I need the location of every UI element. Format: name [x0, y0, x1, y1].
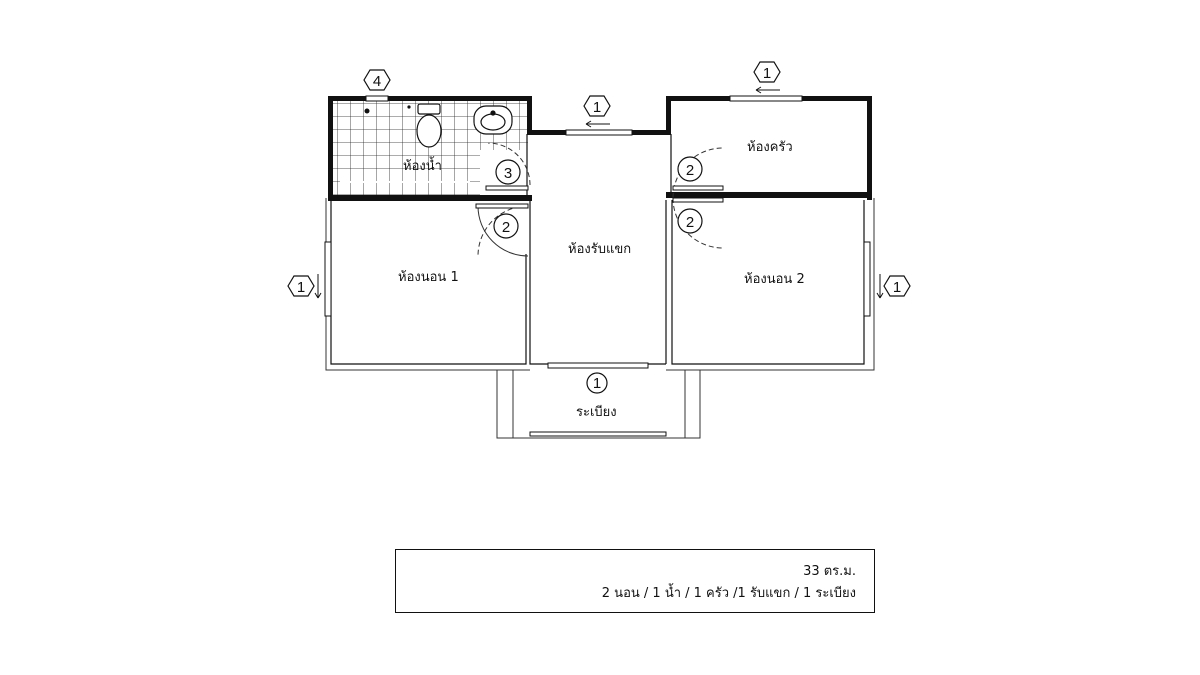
svg-text:1: 1 [893, 279, 901, 296]
window-tag-bedroom1: 1 [287, 274, 322, 299]
svg-text:3: 3 [504, 165, 512, 182]
building-outline [325, 198, 875, 439]
svg-text:1: 1 [763, 65, 771, 82]
room-label-living: ห้องรับแขก [568, 242, 631, 257]
window-tag-bedroom2: 1 [876, 274, 911, 299]
window-bedroom1-left [324, 241, 332, 317]
door-tag-kitchen: 2 [677, 156, 703, 182]
svg-text:2: 2 [502, 219, 510, 236]
summary-box: 33 ตร.ม. 2 นอน / 1 น้ำ / 1 ครัว /1 รับแข… [395, 549, 875, 613]
toilet-icon [416, 103, 442, 148]
vent-bathroom [365, 95, 389, 102]
door-leaves [475, 185, 724, 209]
sink-icon [473, 105, 513, 135]
door-tag-bedroom1: 2 [493, 213, 519, 239]
summary-area: 33 ตร.ม. [803, 564, 856, 579]
door-tag-bathroom: 3 [495, 159, 521, 185]
vent-tag: 4 [363, 69, 391, 91]
windows [324, 95, 871, 437]
door-tag-bedroom2: 2 [677, 208, 703, 234]
room-label-bedroom1: ห้องนอน 1 [398, 270, 459, 285]
svg-text:1: 1 [593, 375, 601, 392]
room-label-kitchen: ห้องครัว [747, 140, 793, 155]
summary-room-list: 2 นอน / 1 น้ำ / 1 ครัว /1 รับแขก / 1 ระเ… [601, 586, 856, 601]
window-balcony-door [547, 362, 649, 369]
balcony-rail [529, 431, 667, 437]
window-living-top [565, 129, 633, 136]
window-tag-balcony: 1 [586, 372, 608, 394]
svg-text:1: 1 [593, 99, 601, 116]
shower-icon [364, 105, 411, 114]
svg-text:4: 4 [373, 73, 381, 90]
svg-text:2: 2 [686, 162, 694, 179]
svg-text:2: 2 [686, 214, 694, 231]
window-bedroom2-right [863, 241, 871, 317]
window-tag-kitchen: 1 [753, 61, 781, 94]
svg-text:1: 1 [297, 279, 305, 296]
room-label-bedroom2: ห้องนอน 2 [744, 272, 805, 287]
window-kitchen-top [729, 95, 803, 102]
room-label-balcony: ระเบียง [576, 404, 617, 420]
room-label-bathroom: ห้องน้ำ [403, 156, 442, 174]
window-tag-living: 1 [583, 95, 611, 128]
